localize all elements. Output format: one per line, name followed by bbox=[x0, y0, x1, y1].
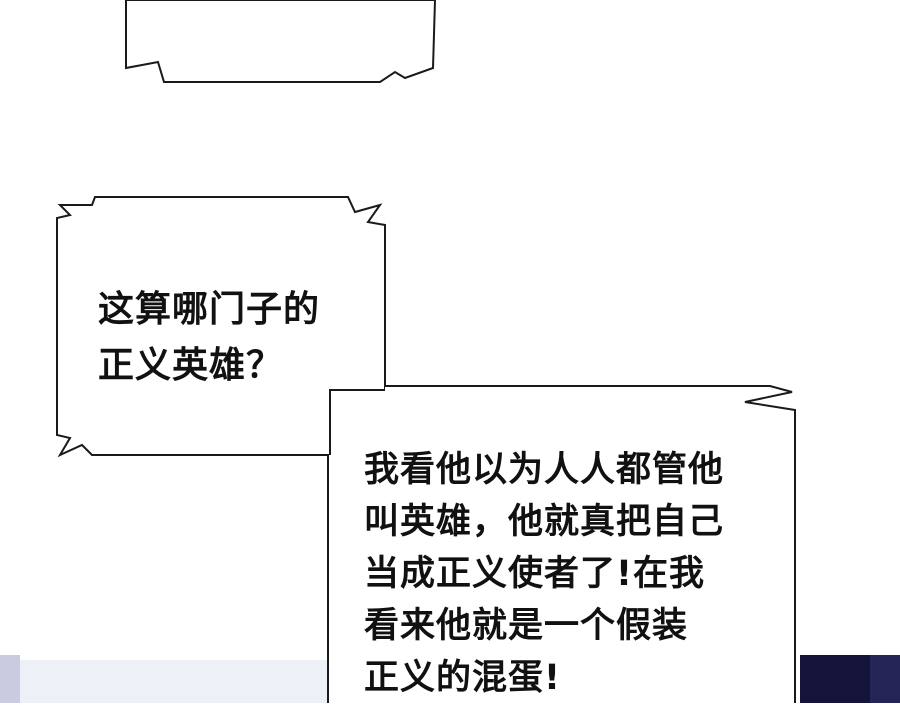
speech-bubble-top bbox=[125, 0, 437, 83]
bottom-left-panel bbox=[20, 660, 330, 703]
bottom-left-art bbox=[0, 655, 20, 703]
bottom-right-dark-detail bbox=[870, 655, 900, 703]
speech-bubble-rant-text: 我看他以为人人都管他 叫英雄，他就真把自己 当成正义使者了!在我 看来他就是一个… bbox=[364, 450, 725, 698]
speech-bubble-rant-outline bbox=[385, 385, 796, 703]
speech-bubble-question bbox=[56, 196, 386, 458]
speech-bubble-question-text: 这算哪门子的 正义英雄？ bbox=[98, 289, 321, 386]
speech-bubble-rant bbox=[328, 386, 795, 703]
